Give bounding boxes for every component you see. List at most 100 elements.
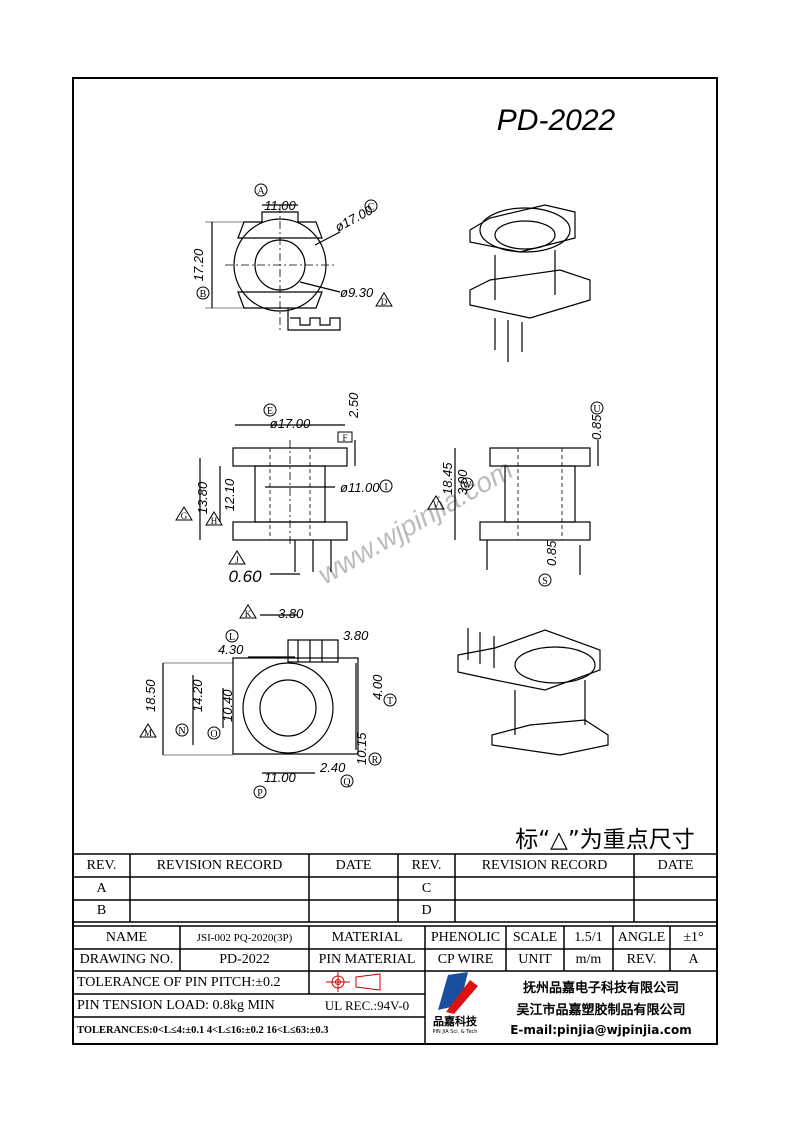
projection-symbol	[326, 972, 381, 992]
marker-d: D	[375, 292, 393, 307]
rev-row-b: B	[96, 903, 107, 918]
svg-text:L: L	[229, 632, 235, 643]
dim-dia-inner: ø9.30	[340, 285, 374, 300]
dim-core: ø11.00	[340, 480, 380, 495]
svg-text:B: B	[200, 289, 207, 300]
revision-record-header-right: REVISION RECORD	[481, 857, 608, 873]
dim-l: 4.30	[218, 642, 244, 657]
company-name-2: 吴江市品嘉塑胶制品有限公司	[516, 1002, 686, 1018]
svg-text:I: I	[384, 482, 387, 493]
scale-value: 1.5/1	[574, 929, 603, 945]
svg-text:A: A	[257, 186, 265, 197]
name-label: NAME	[105, 929, 148, 945]
marker-g: G	[175, 506, 193, 521]
svg-text:E: E	[267, 406, 273, 417]
drawing-title: PD-2022	[497, 104, 616, 137]
svg-text:P: P	[257, 788, 263, 799]
marker-r: R	[368, 752, 382, 766]
marker-u: U	[590, 401, 604, 415]
company-email: E-mail:pinjia@wjpinjia.com	[510, 1023, 692, 1037]
marker-l: L	[225, 629, 239, 643]
marker-n: N	[175, 723, 189, 737]
svg-text:V: V	[433, 500, 440, 510]
svg-text:PIN JIA Sci. & Tech: PIN JIA Sci. & Tech	[433, 1029, 478, 1035]
svg-text:S: S	[542, 576, 548, 587]
marker-p: P	[253, 785, 267, 799]
svg-text:K: K	[245, 609, 252, 619]
rev-row-a: A	[96, 880, 107, 896]
tolerances: TOLERANCES:0<L≤4:±0.1 4<L≤16:±0.2 16<L≤6…	[77, 1025, 329, 1036]
dim-top-dia: ø17.00	[270, 416, 311, 431]
svg-text:品嘉科技: 品嘉科技	[433, 1014, 478, 1028]
marker-m: M	[139, 723, 157, 738]
marker-b: B	[196, 286, 210, 300]
dim-pin: 0.60	[228, 567, 262, 586]
marker-f: F	[337, 431, 353, 443]
svg-text:W: W	[462, 480, 472, 491]
marker-i: I	[379, 479, 393, 493]
angle-label: ANGLE	[617, 929, 666, 945]
dim-n: 14.20	[190, 679, 205, 712]
top-view	[205, 204, 341, 331]
scale-label: SCALE	[512, 929, 558, 945]
material-value: PHENOLIC	[430, 929, 501, 945]
marker-t: T	[383, 693, 397, 707]
svg-text:G: G	[181, 511, 188, 521]
rev-value: A	[688, 952, 699, 967]
rev-label: REV.	[626, 952, 657, 967]
bottom-view	[162, 614, 359, 774]
dim-total-h: 13.80	[195, 481, 210, 514]
marker-e: E	[263, 403, 277, 417]
iso-view-top	[469, 204, 591, 362]
marker-q: Q	[340, 774, 354, 788]
ul-rec: UL REC.:94V-0	[324, 997, 410, 1013]
drawing-no-value: PD-2022	[219, 952, 270, 967]
svg-text:O: O	[210, 729, 217, 740]
rev-row-d: D	[421, 903, 432, 918]
dim-section-gap: 3.00	[455, 469, 470, 495]
name-value: JSI-002 PQ-2020(3P)	[196, 931, 293, 944]
unit-value: m/m	[575, 952, 602, 967]
dim-q: 2.40	[319, 760, 346, 775]
revision-record-header-left: REVISION RECORD	[156, 857, 283, 873]
svg-text:N: N	[178, 726, 185, 737]
side-view	[199, 424, 356, 575]
marker-w: W	[460, 477, 474, 491]
dim-r: 10.15	[354, 732, 369, 765]
dim-o: 10.40	[220, 689, 235, 722]
company-name-1: 抚州品嘉电子科技有限公司	[522, 980, 679, 996]
dim-width: 11.00	[264, 198, 296, 213]
company-logo: 品嘉科技 PIN JIA Sci. & Tech	[433, 972, 478, 1035]
pin-material-label: PIN MATERIAL	[318, 952, 416, 967]
dim-body-h: 12.10	[222, 478, 237, 511]
svg-text:H: H	[211, 516, 218, 526]
pin-material-value: CP WIRE	[437, 952, 494, 967]
sheet-frame	[72, 77, 718, 1045]
dim-t: 4.00	[370, 674, 385, 700]
rev-header-left: REV.	[86, 857, 117, 873]
dim-bottom-gap: 0.85	[544, 540, 559, 566]
date-header-right: DATE	[657, 857, 694, 873]
marker-h: H	[205, 511, 223, 526]
svg-text:Q: Q	[343, 777, 351, 788]
svg-text:M: M	[144, 728, 152, 738]
dim-top-gap: 0.85	[589, 414, 604, 440]
marker-v: V	[427, 495, 445, 510]
marker-k: K	[239, 604, 257, 619]
svg-text:J: J	[235, 555, 239, 565]
dim-section-h: 18.45	[440, 462, 455, 495]
dim-m: 18.50	[143, 679, 158, 712]
svg-text:D: D	[381, 297, 388, 307]
marker-o: O	[207, 726, 221, 740]
marker-c: C	[364, 199, 378, 213]
angle-value: ±1°	[683, 929, 704, 945]
key-dimension-note: 标“△”为重点尺寸	[515, 827, 695, 853]
dim-p: 11.00	[264, 770, 296, 785]
table-grid	[73, 853, 717, 1044]
iso-view-bottom	[457, 628, 609, 756]
dim-k: 3.80	[278, 606, 304, 621]
tolerance-pin-pitch: TOLERANCE OF PIN PITCH:±0.2	[77, 974, 281, 990]
unit-label: UNIT	[518, 952, 552, 967]
dim-flange: 2.50	[346, 392, 361, 419]
